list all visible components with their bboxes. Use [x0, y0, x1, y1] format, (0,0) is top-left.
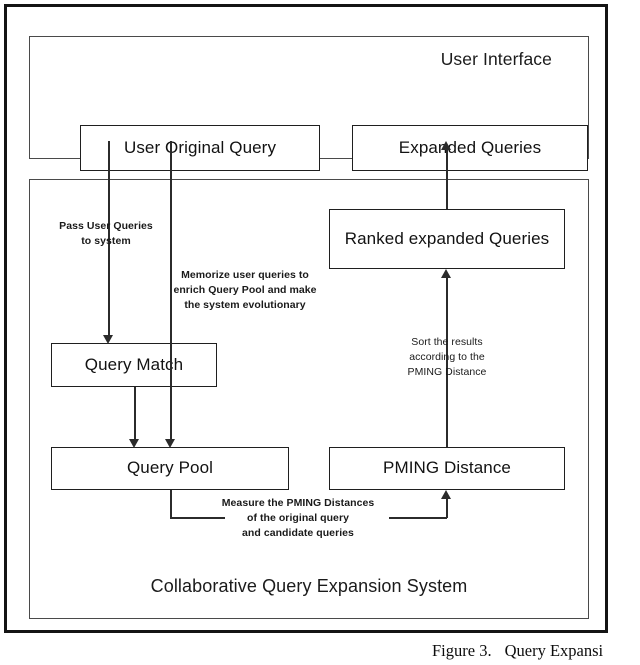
connector-query-pool-to-pming-distance-left-run: [170, 517, 225, 519]
connector-query-pool-to-pming-distance-drop: [170, 490, 172, 518]
figure-caption: Figure 3. Query Expansi: [432, 641, 603, 661]
arrowhead-query-match-in: [103, 335, 113, 344]
connector-user-original-query-to-query-match: [108, 141, 110, 337]
panel-user-interface-label: User Interface: [440, 49, 552, 69]
arrowhead-query-pool-in-right: [165, 439, 175, 448]
node-query-match[interactable]: Query Match: [51, 343, 217, 387]
node-expanded-queries[interactable]: Expanded Queries: [352, 125, 588, 171]
node-query-pool[interactable]: Query Pool: [51, 447, 289, 490]
connector-pming-distance-to-ranked-expanded-queries: [446, 275, 448, 447]
figure-caption-text: Query Expansi: [504, 641, 604, 660]
annotation-pass-user-queries: Pass User Queries to system: [59, 220, 153, 247]
arrowhead-pming-distance-in: [441, 490, 451, 499]
panel-collaborative-query-expansion-system-label: Collaborative Query Expansion System: [150, 576, 468, 596]
arrowhead-query-pool-in-left: [129, 439, 139, 448]
figure-caption-label: Figure 3.: [432, 641, 492, 660]
annotation-sort-the-results: Sort the results according to the PMING …: [407, 336, 487, 378]
node-user-original-query[interactable]: User Original Query: [80, 125, 320, 171]
connector-query-pool-to-pming-distance-rise: [446, 498, 448, 518]
connector-query-match-to-query-pool: [134, 387, 136, 441]
panel-user-interface: User Interface User Original Query Expan…: [29, 36, 589, 171]
arrowhead-ranked-expanded-queries-in: [441, 269, 451, 278]
node-pming-distance[interactable]: PMING Distance: [329, 447, 565, 490]
node-ranked-expanded-queries[interactable]: Ranked expanded Queries: [329, 209, 565, 269]
connector-user-original-query-to-query-pool: [170, 141, 172, 441]
annotation-memorize-user-queries: Memorize user queries to enrich Query Po…: [173, 269, 317, 311]
connector-query-pool-to-pming-distance-right-run: [389, 517, 447, 519]
figure-outer-frame: User Interface User Original Query Expan…: [4, 4, 608, 633]
annotation-measure-pming-distances: Measure the PMING Distances of the origi…: [221, 497, 375, 539]
arrowhead-expanded-queries-in: [441, 141, 451, 150]
connector-ranked-expanded-queries-to-expanded-queries: [446, 147, 448, 209]
